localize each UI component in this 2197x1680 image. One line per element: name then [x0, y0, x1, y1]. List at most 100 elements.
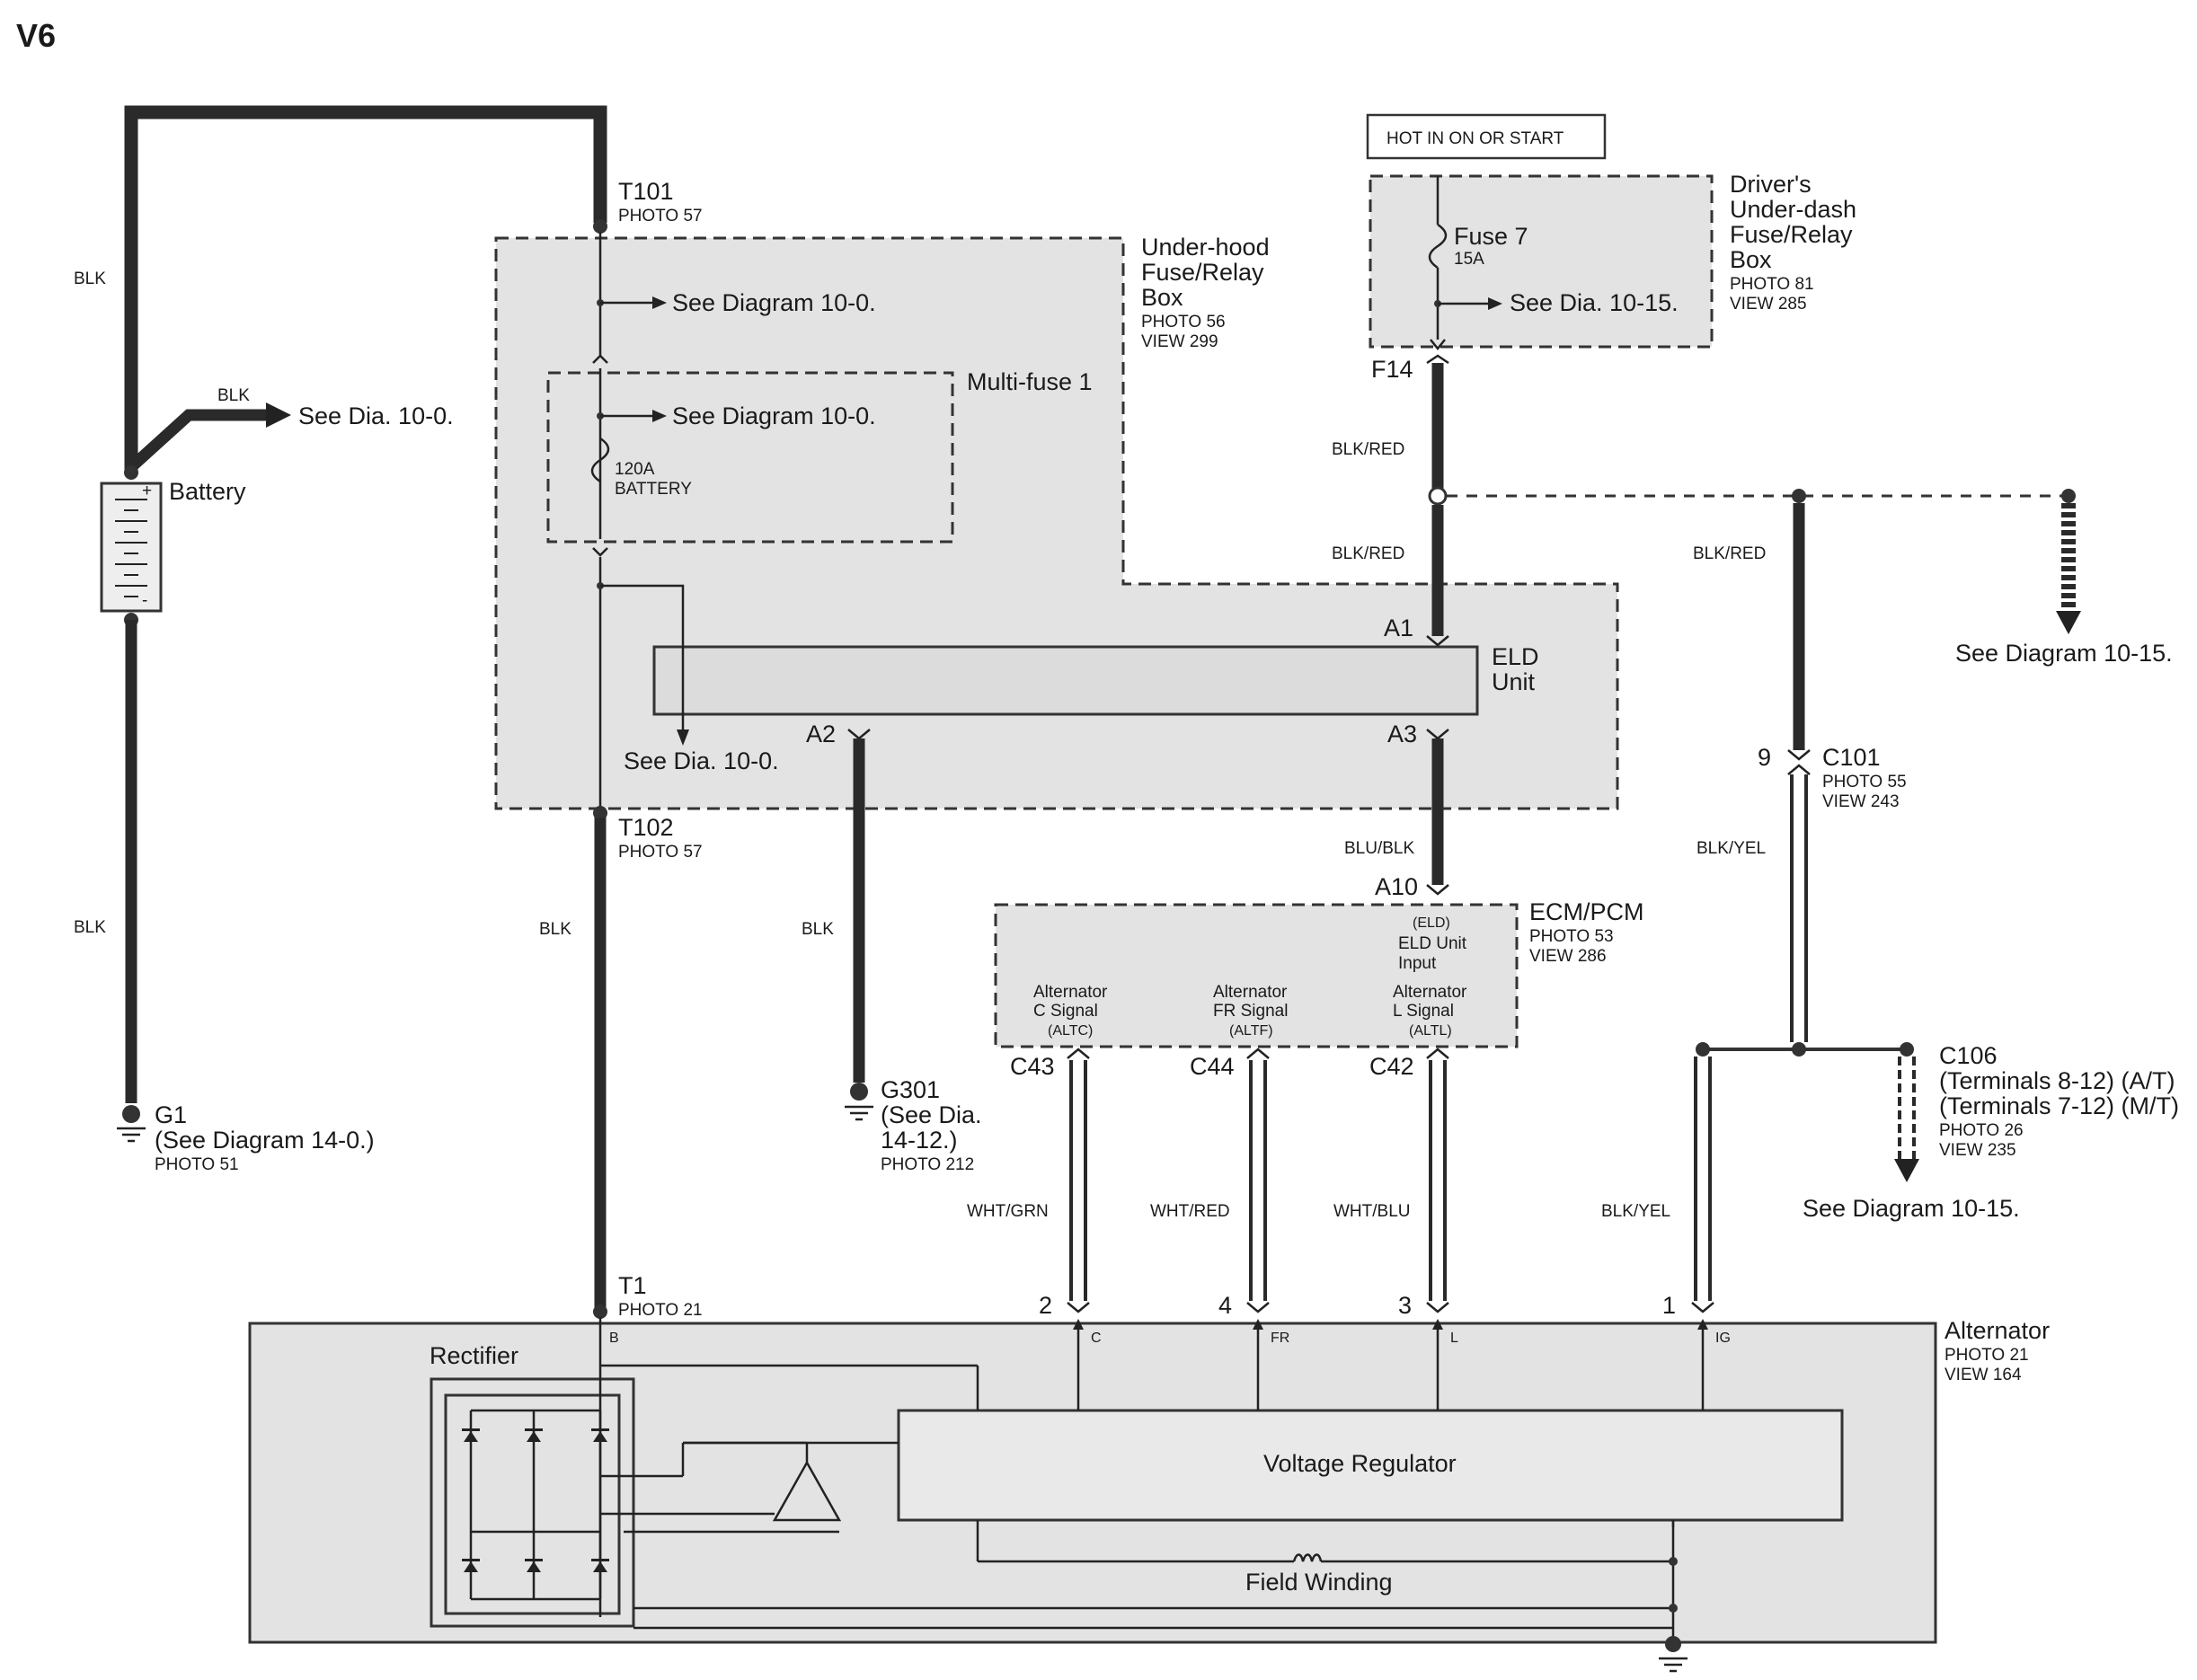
a2-label: A2 — [806, 721, 836, 747]
altl-l1: Alternator — [1393, 983, 1467, 1002]
wire-wht-blu — [1426, 1048, 1449, 1313]
hot-label: HOT IN ON OR START — [1386, 129, 1564, 148]
driver-photo: PHOTO 81 — [1730, 275, 1814, 294]
altc-l3: (ALTC) — [1048, 1023, 1093, 1039]
g301-photo: PHOTO 212 — [881, 1155, 974, 1174]
field-winding-label: Field Winding — [1245, 1569, 1393, 1596]
label-blk-top-left: BLK — [74, 270, 106, 288]
t101-name: T101 — [618, 178, 674, 205]
c43-label: C43 — [1010, 1053, 1055, 1080]
ref-underhood-top: See Diagram 10-0. — [672, 289, 876, 316]
wire-wht-red — [1246, 1048, 1270, 1313]
underhood-view: VIEW 299 — [1141, 332, 1218, 351]
label-blk-red-f14: BLK/RED — [1332, 440, 1404, 459]
ref-battery-branch: See Dia. 10-0. — [298, 402, 454, 429]
ecm-photo: PHOTO 53 — [1529, 927, 1614, 946]
wire-blk-battery-t101 — [124, 105, 607, 472]
battery-top-node — [124, 465, 138, 480]
regulator-wiring — [600, 1321, 1705, 1646]
driver-l1: Driver's — [1730, 171, 1812, 198]
a3-label: A3 — [1387, 721, 1417, 747]
wire-blk-yel-ig — [1694, 1057, 1712, 1301]
ref-fuse7: See Dia. 10-15. — [1510, 289, 1679, 316]
underhood-photo: PHOTO 56 — [1141, 313, 1226, 332]
battery-plus: + — [142, 482, 152, 500]
label-blk-a2: BLK — [802, 920, 834, 939]
driver-fuse-box — [1369, 174, 1714, 349]
altf-l3: (ALTF) — [1229, 1023, 1273, 1039]
battery — [100, 482, 163, 613]
t101-photo: PHOTO 57 — [618, 207, 703, 225]
c101-name: C101 — [1822, 744, 1881, 771]
underhood-l2: Fuse/Relay — [1141, 259, 1264, 286]
pin-arrows — [1073, 1319, 1708, 1330]
wire-wht-grn — [1067, 1048, 1090, 1313]
t102-node — [593, 806, 607, 820]
field-winding-icon — [1292, 1553, 1323, 1562]
altl-l3: (ALTL) — [1409, 1023, 1452, 1039]
t1-name: T1 — [618, 1272, 647, 1299]
g1-ref: (See Diagram 14-0.) — [155, 1127, 375, 1154]
c106-view: VIEW 235 — [1939, 1141, 2016, 1160]
eld-l1: ELD — [1492, 643, 1539, 670]
label-wht-blu: WHT/BLU — [1333, 1202, 1411, 1221]
eld-input-l2: ELD Unit — [1398, 934, 1467, 953]
driver-l3: Fuse/Relay — [1730, 221, 1853, 248]
right-dashed-arrow — [2056, 611, 2081, 634]
fuse-120a-name: BATTERY — [615, 480, 692, 499]
ecm-pcm-box — [994, 903, 1519, 1048]
branch-arrow — [266, 402, 291, 428]
label-blk-bottom-left: BLK — [74, 918, 106, 937]
pin1-label: 1 — [1662, 1292, 1676, 1319]
ecm-label: ECM/PCM — [1529, 898, 1644, 925]
fuse-120a-rating: 120A — [615, 460, 655, 479]
voltage-regulator-box — [897, 1409, 1844, 1522]
pin-ig: IG — [1715, 1331, 1731, 1346]
pin2-label: 2 — [1039, 1292, 1052, 1319]
pin-l: L — [1450, 1331, 1458, 1346]
ecm-view: VIEW 286 — [1529, 947, 1607, 966]
splice-blk-red — [1428, 486, 1448, 506]
driver-l4: Box — [1730, 246, 1772, 273]
rectifier-label: Rectifier — [430, 1342, 518, 1369]
a1-label: A1 — [1384, 615, 1413, 641]
rectifier-box — [430, 1377, 635, 1628]
fuse-120a-icon — [590, 437, 610, 483]
g1-photo: PHOTO 51 — [155, 1155, 239, 1174]
hot-label-box — [1366, 113, 1607, 160]
f14-label: F14 — [1371, 356, 1413, 383]
driver-l2: Under-dash — [1730, 196, 1856, 223]
multi-fuse-box — [546, 371, 954, 544]
g1-name: G1 — [155, 1101, 187, 1128]
t102-photo: PHOTO 57 — [618, 843, 703, 862]
altf-l2: FR Signal — [1213, 1002, 1288, 1021]
diode-icons — [462, 1428, 609, 1572]
t1-photo: PHOTO 21 — [618, 1301, 703, 1320]
c101-view: VIEW 243 — [1822, 792, 1900, 811]
pin9-label: 9 — [1758, 744, 1771, 771]
g301-l1: (See Dia. — [881, 1101, 982, 1128]
alternator-label: Alternator — [1945, 1317, 2050, 1344]
label-wht-grn: WHT/GRN — [967, 1202, 1049, 1221]
pin4-label: 4 — [1218, 1292, 1232, 1319]
t102-name: T102 — [618, 814, 674, 841]
fuse7-name: Fuse 7 — [1454, 223, 1528, 250]
c106-dashed-wire — [1898, 1057, 1916, 1159]
ref-multifuse: See Diagram 10-0. — [672, 402, 876, 429]
c44-label: C44 — [1190, 1053, 1235, 1080]
f14-connector — [1426, 354, 1449, 365]
eld-input-l1: (ELD) — [1413, 915, 1450, 931]
c101-photo: PHOTO 55 — [1822, 773, 1907, 791]
altl-l2: L Signal — [1393, 1002, 1454, 1021]
c106-name: C106 — [1939, 1042, 1998, 1069]
label-blk-yel-ig: BLK/YEL — [1601, 1202, 1670, 1221]
underhood-l1: Under-hood — [1141, 234, 1270, 261]
pin-c: C — [1091, 1331, 1102, 1346]
ref-right-dashed: See Diagram 10-15. — [1955, 640, 2173, 667]
battery-label: Battery — [169, 478, 246, 505]
label-blk-branch: BLK — [217, 386, 250, 405]
eld-unit-box — [652, 645, 1479, 716]
fuse7-rating: 15A — [1454, 250, 1484, 269]
wire-blk-branch — [127, 409, 270, 472]
